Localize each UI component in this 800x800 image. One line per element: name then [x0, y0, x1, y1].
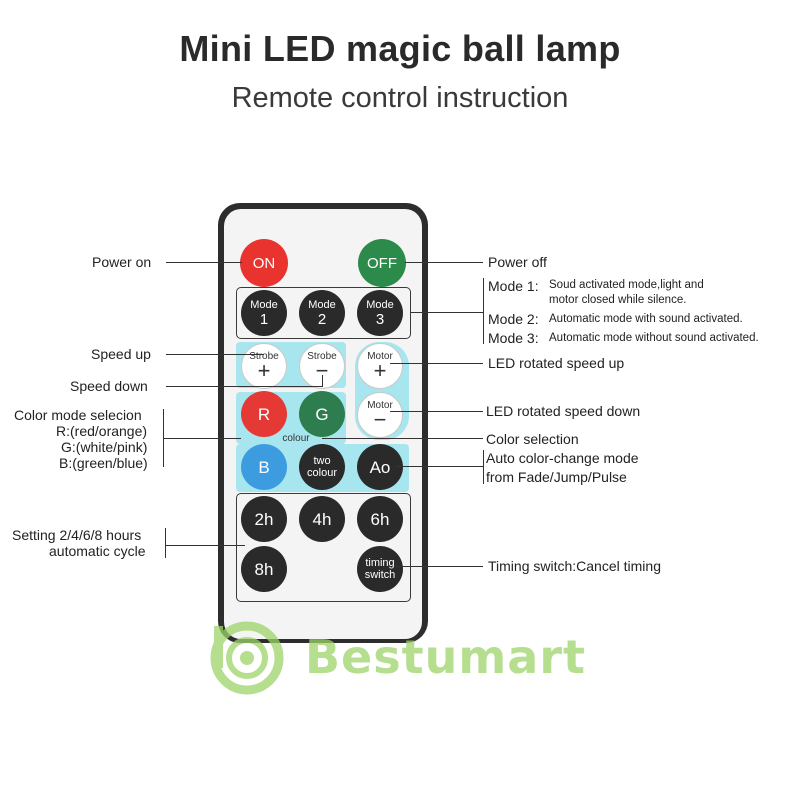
mode2-title: Mode 2:	[488, 311, 539, 327]
timer-8h-label: 8h	[254, 559, 274, 579]
speed-down-label: Speed down	[70, 378, 148, 394]
leader-led-down	[390, 411, 483, 412]
leader-color-selection	[322, 438, 483, 439]
color-mode-title: Color mode selecion	[14, 407, 142, 423]
speed-up-label: Speed up	[91, 346, 151, 362]
led-speed-down-label: LED rotated speed down	[486, 403, 641, 419]
timer-4h-button[interactable]: 4h	[299, 496, 345, 542]
power-on-label: Power on	[92, 254, 152, 270]
minus-icon: −	[315, 358, 329, 383]
spiral-logo-icon	[210, 621, 284, 695]
timer-2h-button[interactable]: 2h	[241, 496, 287, 542]
mode3-title: Mode 3:	[488, 330, 539, 346]
mode-group-box	[236, 287, 411, 339]
off-button[interactable]: OFF	[358, 239, 406, 287]
leader-color-mode	[163, 438, 241, 439]
color-mode-b: B:(green/blue)	[59, 455, 148, 471]
color-mode-g: G:(white/pink)	[61, 439, 148, 455]
mode-bracket	[483, 278, 484, 344]
on-button[interactable]: ON	[240, 239, 288, 287]
timer-group-box	[236, 493, 411, 602]
auto-color-line2: from Fade/Jump/Pulse	[486, 469, 627, 485]
minus-icon: −	[373, 407, 387, 432]
ao-button-label: Ao	[369, 457, 391, 477]
mode1-desc-line2: motor closed while silence.	[549, 294, 687, 306]
timer-4h-label: 4h	[312, 509, 332, 529]
motor-minus-button[interactable]: Motor−	[357, 392, 403, 438]
ao-button[interactable]: Ao	[357, 444, 403, 490]
timing-switch-line1: timing	[365, 556, 395, 569]
leader-timing	[395, 566, 483, 567]
mode-1-number: 1	[259, 310, 269, 328]
page-subtitle: Remote control instruction	[231, 82, 569, 114]
setting-line1: Setting 2/4/6/8 hours	[12, 527, 142, 543]
strobe-minus-label: Strobe	[307, 351, 337, 362]
led-speed-up-label: LED rotated speed up	[488, 355, 625, 371]
mode-2-number: 2	[317, 310, 327, 328]
blue-button[interactable]: B	[241, 444, 287, 490]
mode-3-number: 3	[375, 310, 385, 328]
timing-switch-line2: switch	[364, 568, 396, 581]
auto-color-bracket	[483, 450, 484, 484]
leader-speed-down	[166, 386, 323, 387]
plus-icon: +	[257, 358, 271, 383]
green-button-label: G	[315, 404, 329, 424]
strobe-plus-label: Strobe	[249, 351, 279, 362]
mode-3-label: Mode	[366, 298, 394, 311]
leader-power-off	[405, 262, 483, 263]
power-off-label: Power off	[488, 254, 547, 270]
color-mode-r: R:(red/orange)	[56, 423, 148, 439]
auto-color-line1: Auto color-change mode	[486, 450, 639, 466]
motor-plus-button[interactable]: Motor+	[357, 343, 403, 389]
red-button[interactable]: R	[241, 391, 287, 437]
mode-1-label: Mode	[250, 298, 278, 311]
watermark: Bestumart	[210, 620, 585, 700]
colour-label: colour	[282, 433, 310, 444]
color-selection-label: Color selection	[486, 431, 579, 447]
timer-8h-button[interactable]: 8h	[241, 546, 287, 592]
leader-power-on	[166, 262, 242, 263]
mode1-desc-line1: Soud activated mode,light and	[549, 279, 704, 291]
motor-plus-label: Motor	[367, 351, 393, 362]
on-button-label: ON	[252, 254, 276, 272]
off-button-label: OFF	[367, 254, 397, 272]
motor-minus-label: Motor	[367, 400, 393, 411]
blue-button-label: B	[258, 457, 270, 477]
setting-bracket	[165, 528, 166, 558]
timer-6h-button[interactable]: 6h	[357, 496, 403, 542]
green-button[interactable]: G	[299, 391, 345, 437]
plus-icon: +	[373, 358, 387, 383]
mode2-desc: Automatic mode with sound activated.	[549, 313, 743, 325]
two-colour-line2: colour	[307, 466, 337, 479]
setting-line2: automatic cycle	[49, 543, 146, 559]
two-colour-line1: two	[313, 454, 331, 467]
mode-2-label: Mode	[308, 298, 336, 311]
leader-auto-color	[395, 466, 483, 467]
leader-setting	[165, 545, 245, 546]
leader-speed-down-tick	[322, 375, 323, 386]
mode3-desc: Automatic mode without sound activated.	[549, 332, 759, 344]
leader-led-up	[390, 363, 483, 364]
red-button-label: R	[257, 404, 271, 424]
timing-cancel-label: Timing switch:Cancel timing	[488, 558, 661, 574]
page-title: Mini LED magic ball lamp	[179, 28, 621, 69]
leader-mode	[410, 312, 483, 313]
timer-6h-label: 6h	[370, 509, 390, 529]
timer-2h-label: 2h	[254, 509, 274, 529]
watermark-text: Bestumart	[305, 630, 587, 684]
strobe-plus-button[interactable]: Strobe+	[241, 343, 287, 389]
leader-speed-up	[166, 354, 264, 355]
mode1-title: Mode 1:	[488, 278, 539, 294]
